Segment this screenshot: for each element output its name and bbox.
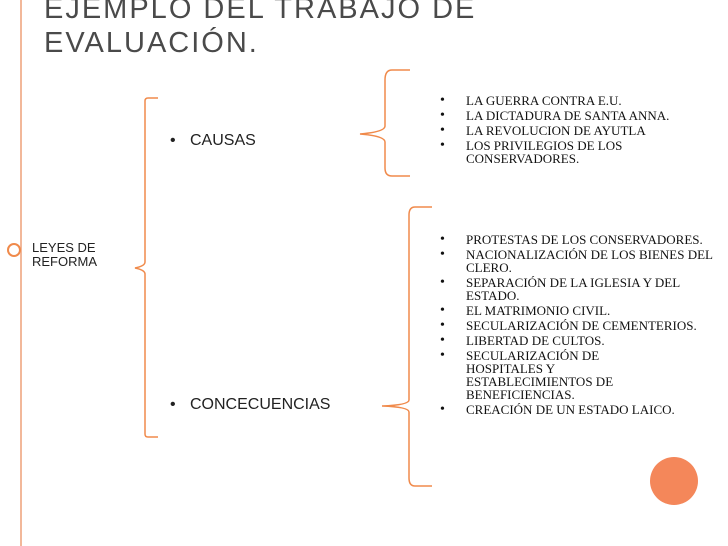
list-item: SECULARIZACIÓN DE CEMENTERIOS. <box>436 319 716 332</box>
causas-list: LA GUERRA CONTRA E.U. LA DICTADURA DE SA… <box>436 94 696 167</box>
list-item: LOS PRIVILEGIOS DE LOS CONSERVADORES. <box>436 139 696 165</box>
main-brace <box>134 97 158 438</box>
list-item: CREACIÓN DE UN ESTADO LAICO. <box>436 403 676 416</box>
bullet-icon: • <box>170 396 176 413</box>
list-item: EL MATRIMONIO CIVIL. <box>436 304 716 317</box>
consecuencias-label-text: CONCECUENCIAS <box>190 396 331 413</box>
slide-title-line-1: EJEMPLO DEL TRABAJO DE <box>44 0 477 25</box>
slide-title: EJEMPLO DEL TRABAJO DE EVALUACIÓN. <box>44 0 644 60</box>
main-topic-line-1: LEYES DE <box>32 240 96 255</box>
bullet-icon: • <box>170 132 176 149</box>
list-item: LA REVOLUCION DE AYUTLA <box>436 124 696 137</box>
corner-decoration-circle <box>650 457 698 505</box>
list-item: LA GUERRA CONTRA E.U. <box>436 94 696 107</box>
list-item: NACIONALIZACIÓN DE LOS BIENES DEL CLERO. <box>436 248 716 274</box>
consecuencias-list: PROTESTAS DE LOS CONSERVADORES. NACIONAL… <box>436 233 716 418</box>
consecuencias-label: • CONCECUENCIAS <box>170 396 330 414</box>
main-topic: LEYES DE REFORMA <box>32 241 97 269</box>
consecuencias-brace <box>381 206 432 487</box>
causas-brace <box>359 69 410 177</box>
list-item: PROTESTAS DE LOS CONSERVADORES. <box>436 233 716 246</box>
causas-label-text: CAUSAS <box>190 132 256 149</box>
main-topic-line-2: REFORMA <box>32 254 97 269</box>
list-item: SEPARACIÓN DE LA IGLESIA Y DEL ESTADO. <box>436 276 716 302</box>
circle-bullet-icon <box>7 243 21 257</box>
list-item: LIBERTAD DE CULTOS. <box>436 334 716 347</box>
slide-title-line-2: EVALUACIÓN. <box>44 27 259 59</box>
list-item: SECULARIZACIÓN DE HOSPITALES Y ESTABLECI… <box>436 349 656 401</box>
left-decorative-rule <box>20 0 22 546</box>
list-item: LA DICTADURA DE SANTA ANNA. <box>436 109 696 122</box>
causas-label: • CAUSAS <box>170 132 256 150</box>
